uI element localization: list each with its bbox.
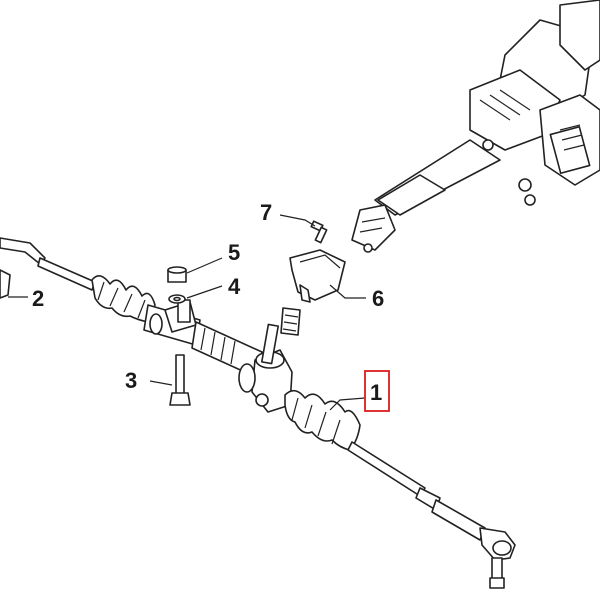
nut-part-5 xyxy=(167,266,187,283)
callout-1: 1 xyxy=(370,380,382,405)
leader-lines xyxy=(8,214,366,411)
steering-column xyxy=(351,0,600,253)
callout-3: 3 xyxy=(125,368,137,393)
callout-1-highlight-box xyxy=(364,370,390,412)
callout-6: 6 xyxy=(372,286,384,311)
callout-7: 7 xyxy=(260,200,272,225)
callout-2: 2 xyxy=(32,286,44,311)
bolt-part-3 xyxy=(169,354,191,406)
screw-part-7 xyxy=(310,220,328,244)
callout-5: 5 xyxy=(228,240,240,265)
washer-part-4 xyxy=(168,294,186,304)
steering-rack-assembly xyxy=(0,237,516,589)
callout-4: 4 xyxy=(228,274,241,299)
bracket-part-6 xyxy=(289,249,346,303)
